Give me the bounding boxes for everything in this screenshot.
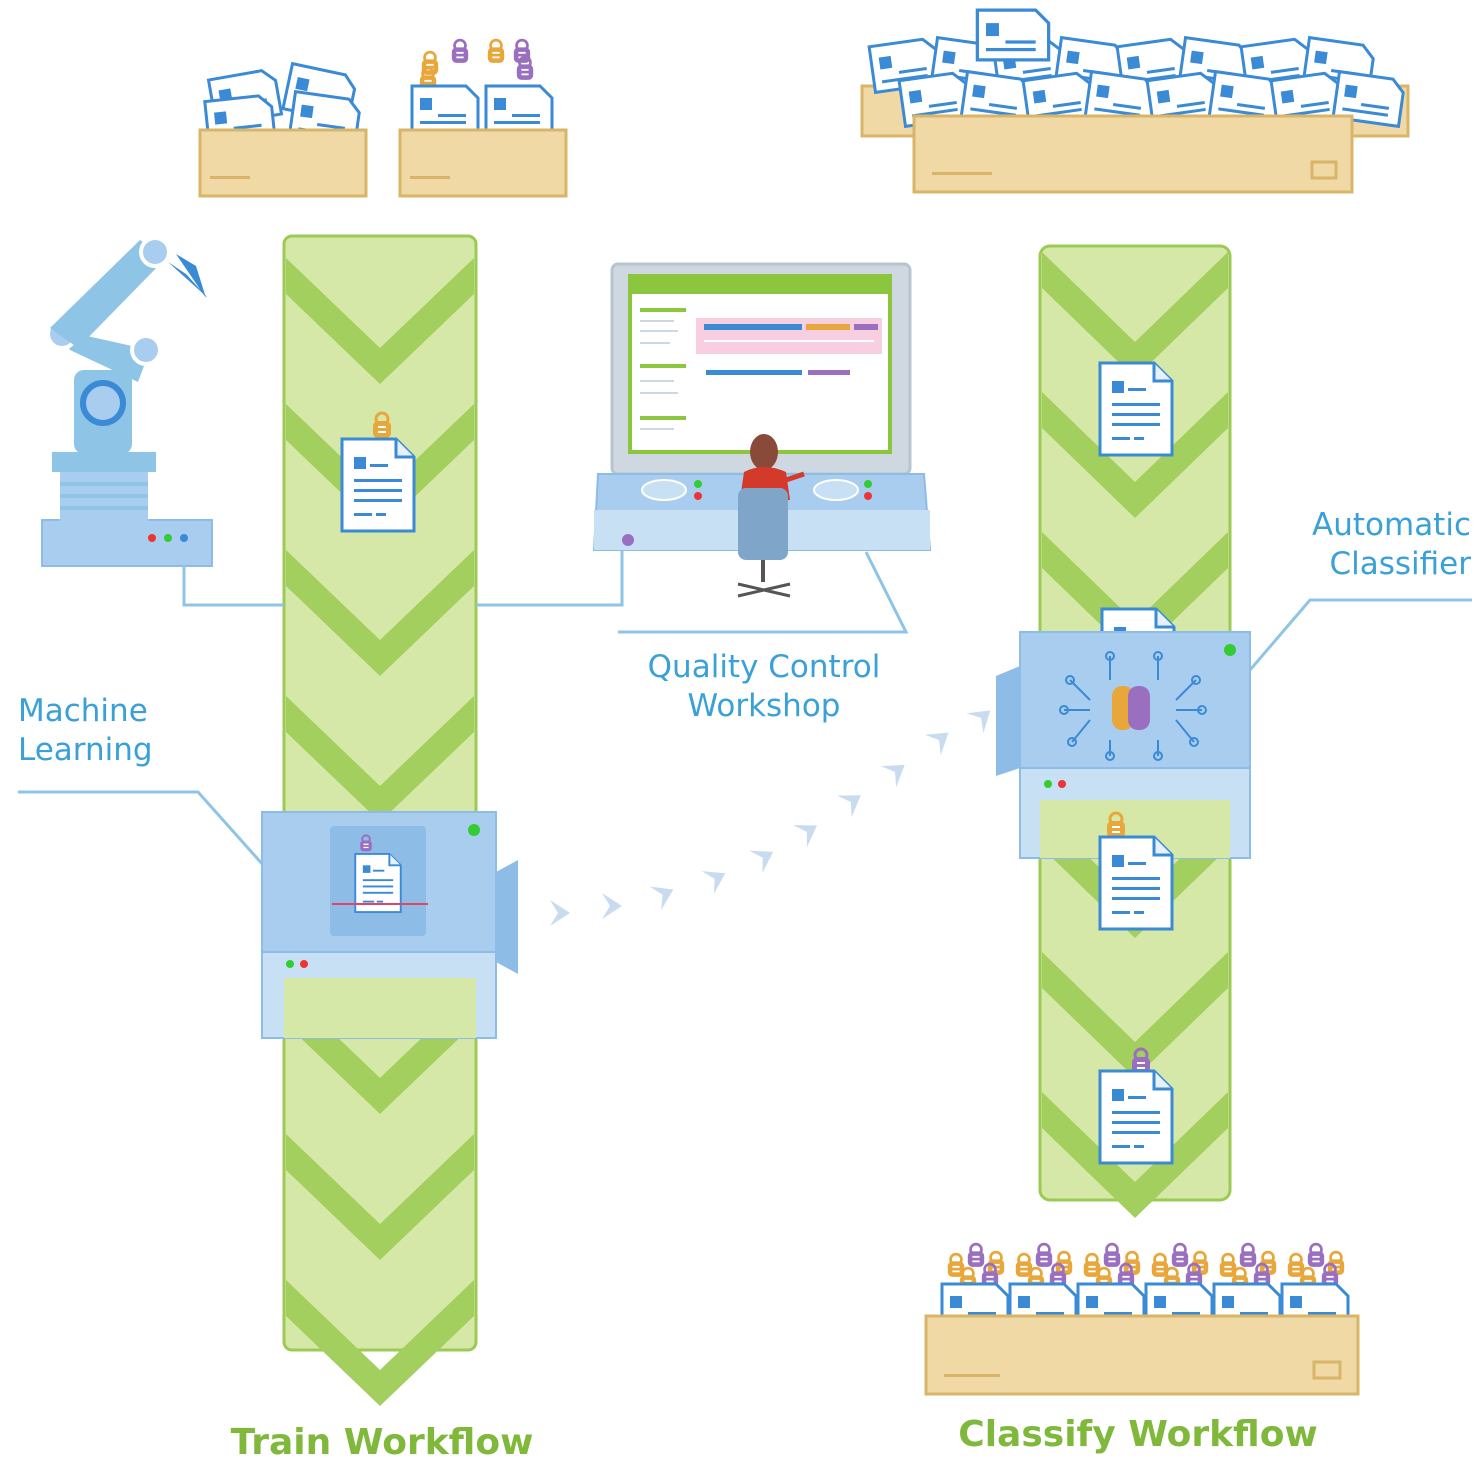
lock-badge-icon — [1034, 1242, 1054, 1268]
train-labeled-box — [398, 38, 568, 198]
quality-control-line-2: Workshop — [687, 688, 841, 724]
document-icon — [1098, 361, 1174, 457]
document-icon — [1098, 1069, 1174, 1165]
document-icon — [340, 437, 416, 533]
arrow-chevron-icon — [793, 814, 824, 848]
arrow-chevron-icon — [602, 893, 622, 919]
machine-learning-label: Machine Learning — [18, 692, 153, 770]
belt-chevron — [286, 1134, 474, 1260]
arrow-chevron-icon — [836, 784, 869, 818]
automatic-classifier-line-1: Automatic — [1312, 507, 1471, 543]
connector-line — [18, 790, 266, 867]
lock-badge-icon — [1170, 1242, 1190, 1268]
operator-icon — [737, 434, 805, 598]
connector-line — [618, 551, 909, 634]
belt-chevron — [286, 1280, 474, 1406]
connector-line — [182, 566, 284, 607]
belt-chevron — [286, 696, 474, 822]
belt-chevron — [1042, 1092, 1228, 1218]
classify-output-box — [924, 1242, 1360, 1396]
arrow-chevron-icon — [924, 722, 957, 756]
connector-line — [1248, 598, 1472, 671]
connector-line — [476, 548, 624, 607]
classify-input-box — [860, 8, 1410, 194]
arrow-chevron-icon — [749, 840, 780, 874]
arrow-chevron-icon — [701, 861, 732, 895]
quality-control-label: Quality Control Workshop — [624, 648, 904, 726]
automatic-classifier-label: Automatic Classifier — [1312, 506, 1471, 584]
train-workflow-title: Train Workflow — [230, 1422, 534, 1463]
lock-badge-icon — [1306, 1242, 1326, 1268]
arrow-chevron-icon — [550, 900, 570, 926]
automatic-classifier-line-2: Classifier — [1329, 546, 1471, 582]
robot-arm-icon — [41, 236, 213, 567]
machine-learning-line-2: Learning — [18, 732, 153, 768]
lock-badge-icon — [1102, 1242, 1122, 1268]
document-pile — [867, 36, 1407, 128]
storage-box-icon — [398, 128, 568, 198]
belt-chevron — [286, 988, 474, 1114]
train-input-box — [198, 62, 368, 198]
belt-chevron — [1042, 252, 1228, 378]
arrow-chevron-icon — [649, 877, 680, 910]
arrow-chevron-icon — [966, 700, 999, 734]
classifier-chip-icon — [996, 631, 1251, 859]
machine-learning-line-1: Machine — [18, 693, 148, 729]
arrow-chevron-icon — [880, 754, 913, 788]
storage-box-icon — [912, 114, 1354, 194]
belt-chevron — [286, 550, 474, 676]
classify-workflow-title: Classify Workflow — [958, 1414, 1318, 1455]
storage-box-icon — [198, 128, 368, 198]
belt-chevron — [1042, 392, 1228, 518]
quality-control-line-1: Quality Control — [647, 649, 881, 685]
lock-badge-icon — [1238, 1242, 1258, 1268]
document-icon — [1098, 835, 1174, 931]
lock-badge-icon — [966, 1242, 986, 1268]
belt-chevron — [286, 258, 474, 384]
scanner-machine-icon — [261, 811, 518, 1039]
transfer-arrows — [550, 700, 999, 926]
storage-box-icon — [924, 1314, 1360, 1396]
